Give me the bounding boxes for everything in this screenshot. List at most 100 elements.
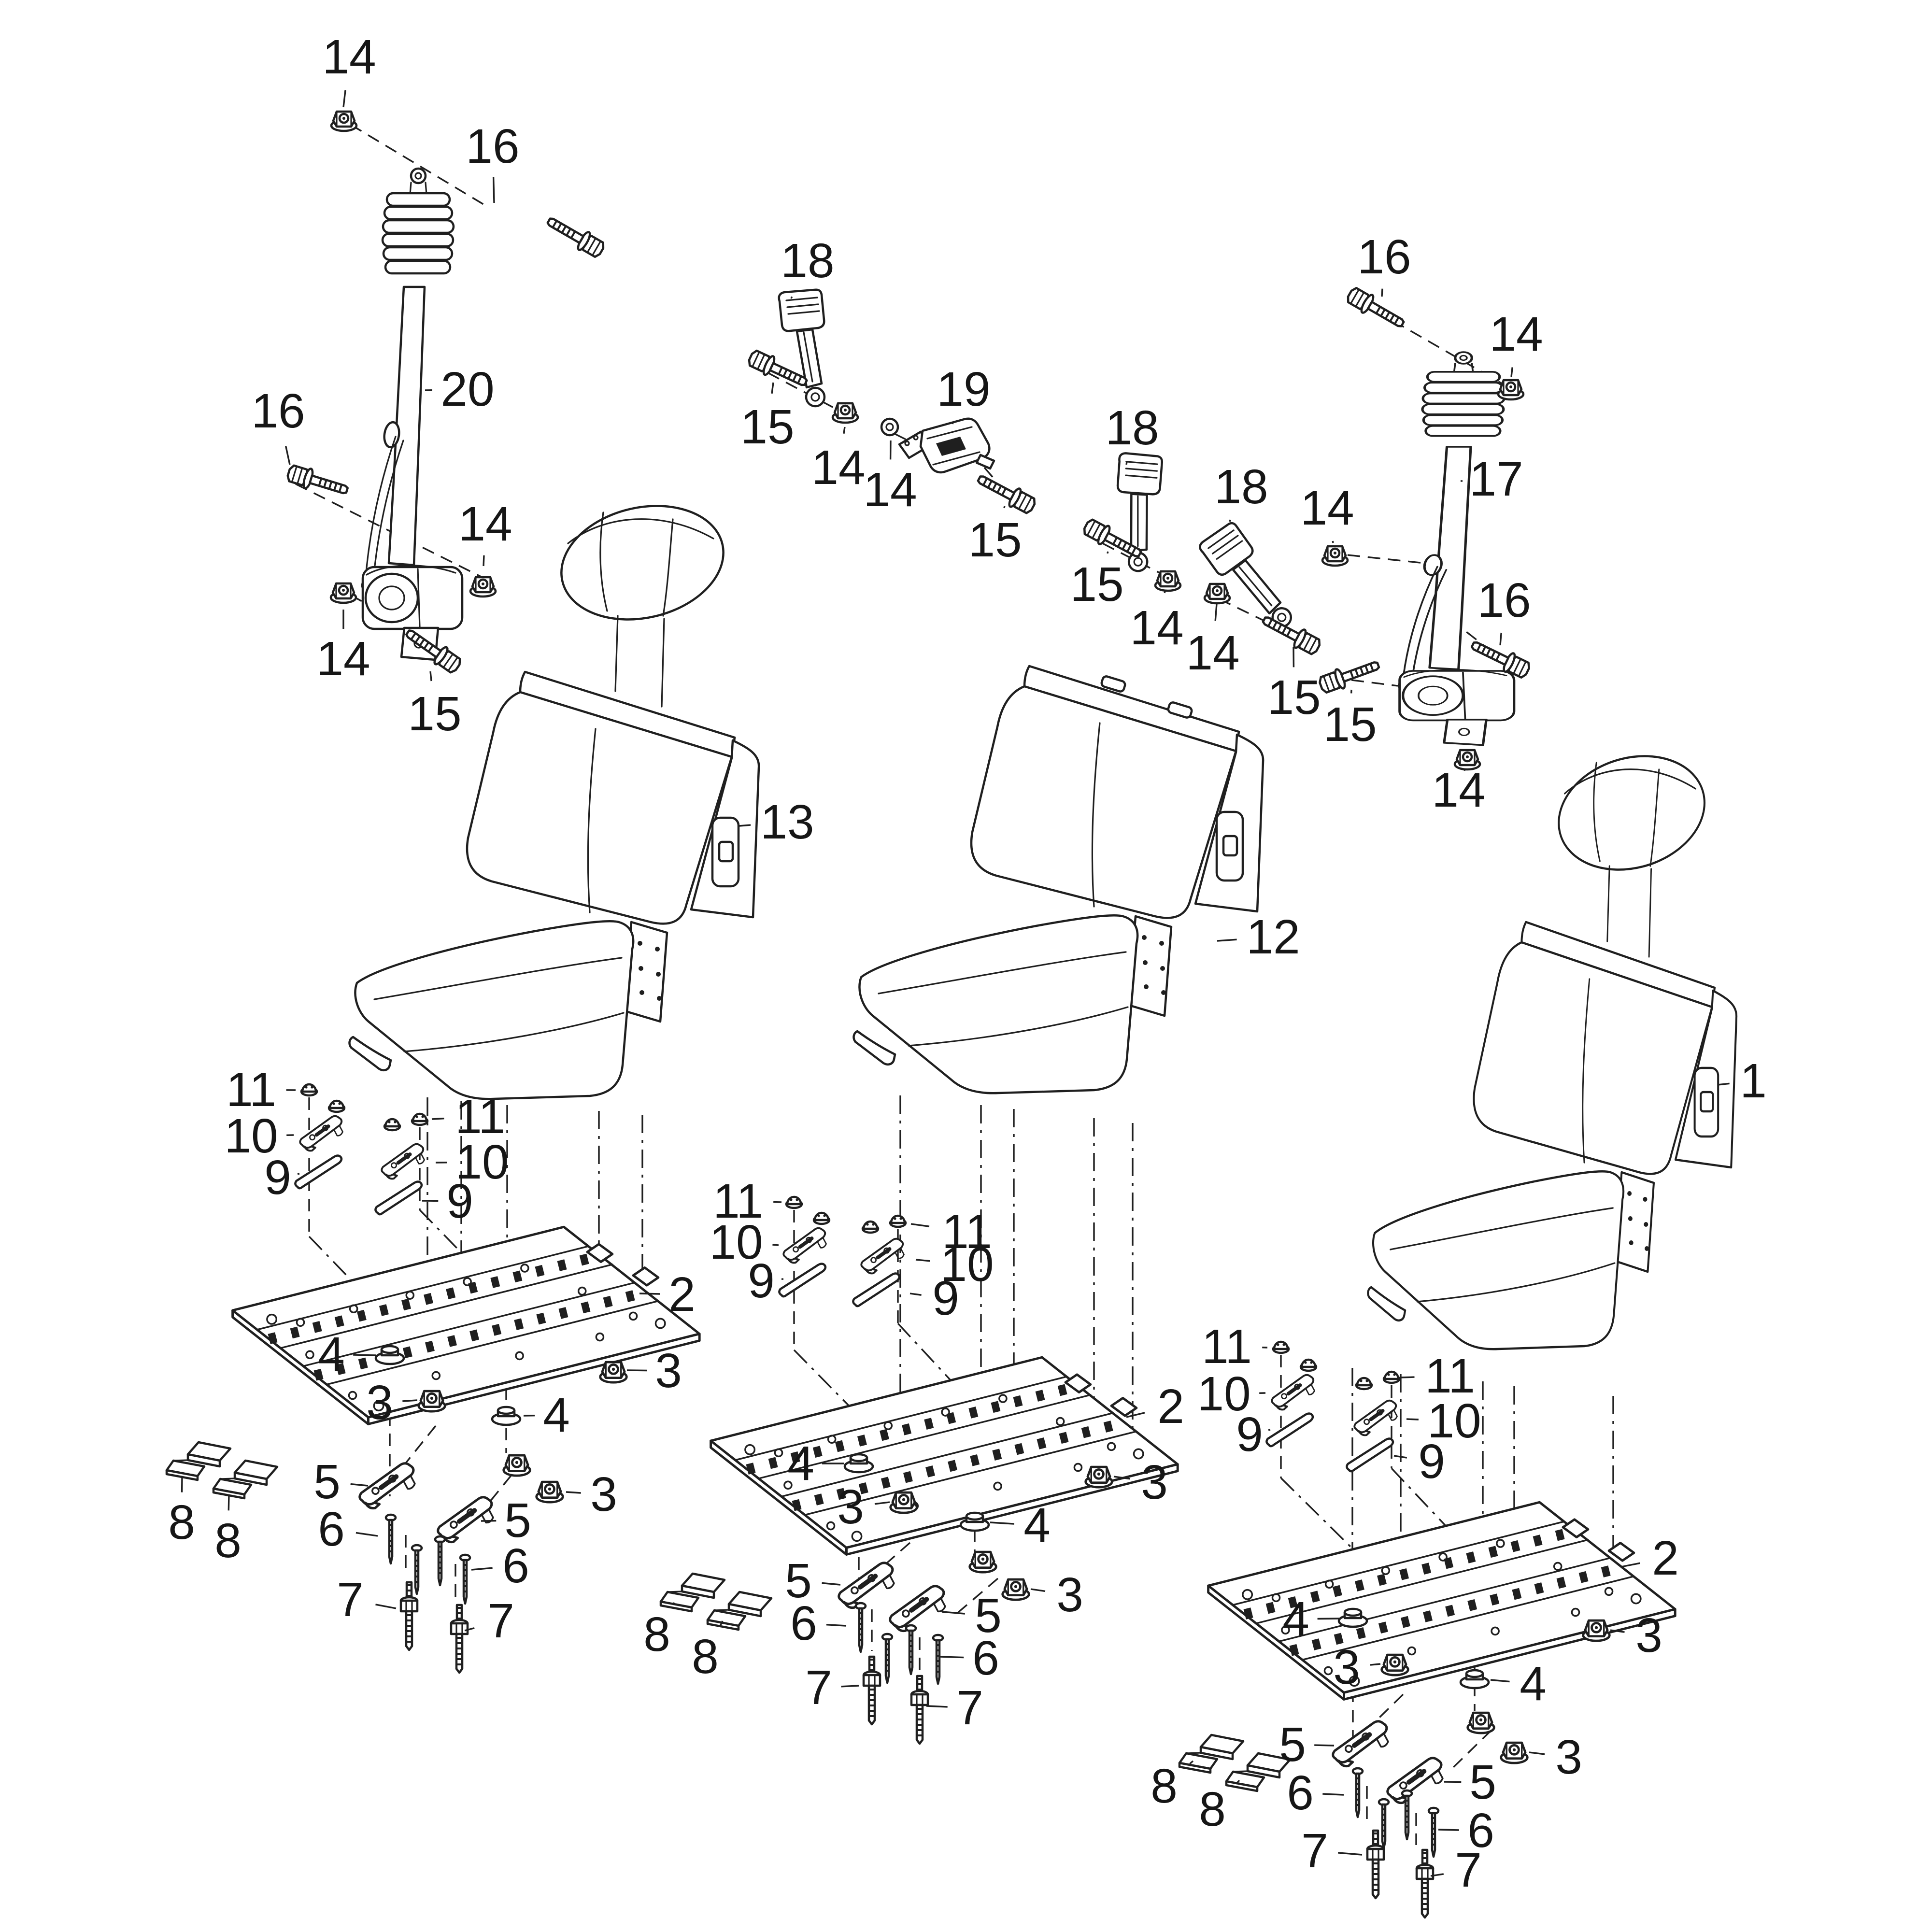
- part-number-16: 16: [1477, 573, 1531, 627]
- part-number-9: 9: [932, 1271, 959, 1325]
- flange-nut-3: [537, 1482, 563, 1502]
- clamp-plate-10: [377, 1142, 429, 1182]
- spring-clip-9: [291, 1154, 346, 1189]
- callout-leader-19: [952, 422, 954, 425]
- callout-leader-6: [355, 1532, 378, 1537]
- callout-leader-3: [1610, 1629, 1625, 1633]
- flange-nut-3: [600, 1362, 627, 1382]
- part-number-6: 6: [972, 1631, 999, 1685]
- part-number-3: 3: [1056, 1568, 1083, 1622]
- spring-clip-9: [849, 1272, 904, 1307]
- bracket-8: [213, 1461, 277, 1498]
- callout-leader-8: [227, 1494, 230, 1511]
- stud-bolt-7: [911, 1676, 928, 1744]
- callout-leader-16: [285, 446, 291, 465]
- bracket-8: [708, 1592, 771, 1630]
- flange-nut-3: [1003, 1579, 1029, 1600]
- belt-buckle-18: [779, 290, 824, 406]
- part-number-2: 2: [1157, 1379, 1184, 1434]
- callout-leader-14: [1463, 768, 1466, 771]
- cap-nut-11: [1301, 1360, 1316, 1371]
- callout-leader-6: [1322, 1793, 1344, 1796]
- callout-leader-7: [1337, 1852, 1363, 1856]
- part-number-11: 11: [1202, 1320, 1252, 1374]
- axis-line: [957, 1577, 999, 1613]
- axis-line: [1347, 554, 1425, 564]
- base-plate-2: [711, 1357, 1178, 1554]
- clamp-plate-5: [354, 1461, 422, 1512]
- callout-leader-7: [1430, 1873, 1444, 1877]
- screw-6: [435, 1536, 445, 1585]
- callout-leader-12: [1217, 938, 1237, 942]
- callout-leader-3: [566, 1491, 581, 1494]
- part-number-3: 3: [1333, 1640, 1360, 1694]
- screw-6: [386, 1515, 396, 1563]
- callout-leader-2: [639, 1293, 660, 1295]
- part-number-14: 14: [322, 30, 376, 84]
- part-number-18: 18: [781, 234, 834, 288]
- callout-leader-14: [1214, 603, 1218, 621]
- screw-6: [882, 1634, 892, 1683]
- part-number-4: 4: [787, 1436, 814, 1491]
- callout-leader-15: [1003, 506, 1006, 509]
- screw-6: [460, 1555, 470, 1604]
- seat-1: [1368, 741, 1736, 1350]
- part-number-4: 4: [1282, 1592, 1309, 1646]
- part-number-4: 4: [1520, 1657, 1547, 1711]
- part-number-7: 7: [956, 1681, 983, 1735]
- part-number-8: 8: [643, 1607, 670, 1662]
- part-number-10: 10: [1427, 1394, 1481, 1448]
- clamp-plate-10: [1350, 1399, 1402, 1438]
- part-number-16: 16: [466, 119, 519, 173]
- washer-14: [881, 419, 898, 435]
- callout-leader-3: [402, 1399, 418, 1402]
- part-number-2: 2: [668, 1267, 696, 1321]
- callout-leader-14: [342, 90, 346, 108]
- part-number-16: 16: [251, 384, 305, 438]
- axis-line: [1351, 679, 1398, 687]
- part-number-9: 9: [748, 1254, 775, 1308]
- bracket-8: [167, 1442, 230, 1480]
- part-number-19: 19: [937, 362, 990, 416]
- callout-leader-5: [1314, 1744, 1335, 1747]
- flange-nut-14: [1205, 584, 1230, 603]
- cap-nut-11: [329, 1101, 344, 1112]
- grommet-4: [1461, 1670, 1489, 1688]
- callout-leader-18: [790, 296, 793, 299]
- part-number-10: 10: [455, 1135, 509, 1189]
- spring-clip-9: [775, 1263, 830, 1297]
- callout-leader-3: [1370, 1663, 1381, 1666]
- callout-leader-10: [915, 1259, 930, 1262]
- part-number-15: 15: [1323, 697, 1377, 752]
- flange-nut-14: [331, 583, 356, 603]
- callout-leader-10: [1406, 1418, 1419, 1421]
- bracket-8: [661, 1574, 724, 1611]
- flange-nut-3: [1382, 1655, 1408, 1675]
- part-number-3: 3: [1635, 1608, 1662, 1662]
- clamp-plate-10: [779, 1226, 831, 1266]
- part-number-14: 14: [316, 632, 370, 686]
- part-number-7: 7: [805, 1661, 832, 1715]
- bolt-16: [544, 212, 607, 260]
- callout-leader-11: [910, 1223, 930, 1227]
- part-number-6: 6: [318, 1502, 345, 1556]
- part-number-17: 17: [1469, 452, 1523, 506]
- callout-leader-7: [464, 1627, 475, 1632]
- callout-leader-8: [1235, 1779, 1240, 1785]
- part-number-14: 14: [863, 463, 917, 517]
- callout-leader-15: [771, 382, 774, 394]
- flange-nut-3: [970, 1552, 996, 1572]
- part-number-8: 8: [168, 1495, 195, 1549]
- cap-nut-11: [1356, 1378, 1372, 1389]
- bolt-15: [1318, 655, 1382, 696]
- part-number-14: 14: [811, 440, 865, 495]
- callout-leader-8: [1189, 1760, 1194, 1765]
- part-number-20: 20: [440, 362, 494, 416]
- callout-leader-14: [1510, 367, 1513, 377]
- callout-leader-3: [1113, 1476, 1130, 1480]
- callout-leader-7: [841, 1685, 859, 1688]
- part-number-14: 14: [458, 497, 512, 551]
- cap-nut-11: [786, 1197, 802, 1208]
- part-number-10: 10: [940, 1237, 994, 1292]
- part-number-6: 6: [1287, 1766, 1314, 1820]
